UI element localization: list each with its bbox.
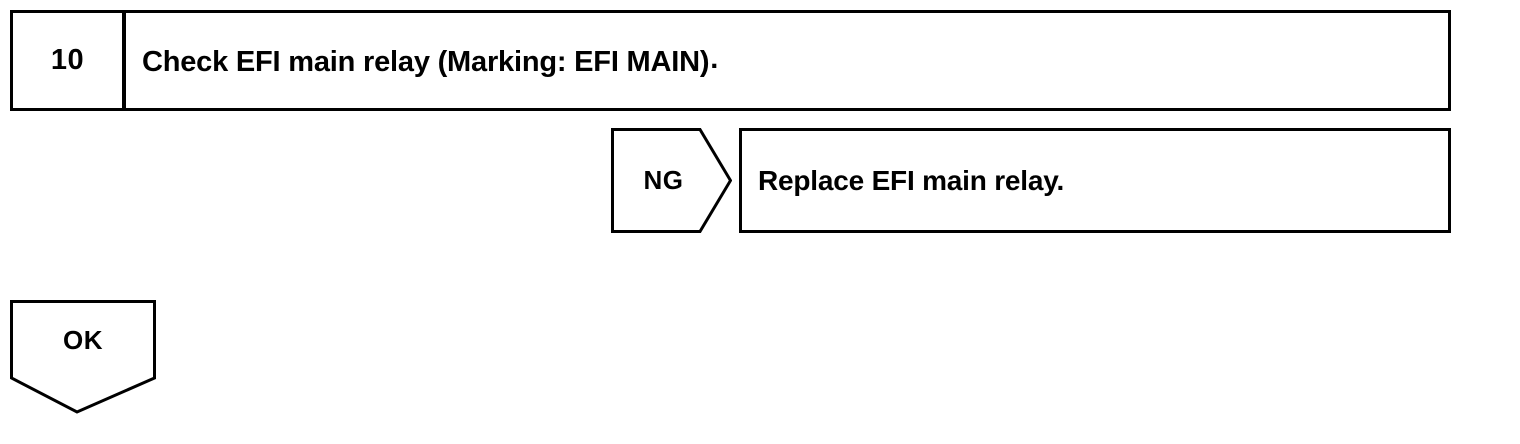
ng-branch: NG Replace EFI main relay. — [611, 128, 1451, 233]
ng-label: NG — [643, 165, 684, 195]
right-pentagon-arrow-icon — [611, 128, 732, 233]
step-instruction-text: Check EFI main relay (Marking: EFI MAIN) — [142, 45, 710, 78]
ok-arrow-tag: OK — [10, 300, 156, 414]
ng-arrow-tag: NG — [611, 128, 732, 233]
ok-branch: OK — [10, 300, 156, 414]
step-number-cell: 10 — [13, 13, 126, 108]
step-instruction: Check EFI main relay (Marking: EFI MAIN)… — [142, 42, 719, 78]
ng-result-box: Replace EFI main relay. — [739, 128, 1451, 233]
ok-label: OK — [63, 324, 103, 355]
ng-result-text: Replace EFI main relay. — [758, 164, 1065, 196]
step-instruction-terminator: . — [710, 42, 719, 75]
step-instruction-cell: Check EFI main relay (Marking: EFI MAIN)… — [126, 13, 1448, 108]
step-row: 10 Check EFI main relay (Marking: EFI MA… — [10, 10, 1451, 111]
step-number: 10 — [50, 44, 85, 76]
down-pentagon-arrow-icon — [10, 300, 156, 414]
